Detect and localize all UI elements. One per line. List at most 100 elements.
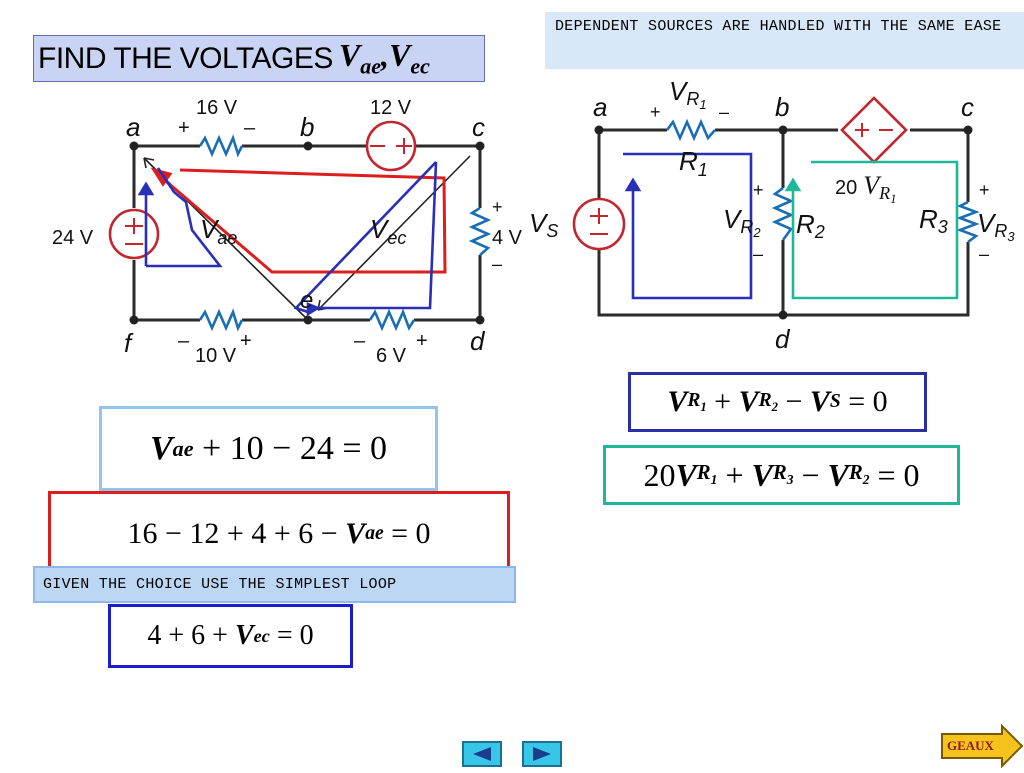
eq4-t2-sub-r: R	[758, 389, 772, 411]
left-blue-loops	[137, 161, 438, 317]
right-teal-loop	[784, 160, 959, 300]
source-24v	[108, 208, 160, 260]
label-r2: R2	[796, 209, 825, 242]
resistor-r3	[956, 200, 980, 244]
eq5-t2-sub-r: R	[772, 461, 787, 485]
left-node-d: d	[470, 326, 486, 356]
right-node-dots	[594, 125, 973, 320]
source-vs	[572, 197, 626, 251]
left-node-c: c	[472, 112, 485, 142]
eq3-v: V	[234, 620, 254, 651]
resistor-r2	[771, 186, 795, 241]
eq5-t1: V	[675, 456, 697, 493]
eq5-t2-sub-n: 3	[786, 472, 794, 488]
eq5-t3-sub-r: R	[848, 461, 863, 485]
resistor-ab	[198, 134, 244, 158]
right-node-c: c	[961, 92, 974, 122]
label-6v: 6 V	[376, 345, 407, 365]
title-math: Vae,Vec	[339, 37, 430, 79]
label-r3: R3	[919, 204, 948, 237]
right-node-b: b	[775, 92, 789, 122]
label-16v-plus: +	[178, 117, 190, 139]
right-node-a: a	[593, 92, 607, 122]
arrow-geaux-icon	[941, 723, 1024, 769]
eq5-t1-sub-r: R	[696, 461, 711, 485]
eq5-t3: V	[827, 456, 849, 493]
prev-slide-button[interactable]	[462, 741, 502, 767]
page-title: FIND THE VOLTAGES Vae,Vec	[33, 35, 485, 82]
label-12v: 12 V	[370, 97, 412, 119]
geaux-button[interactable]: GEAUX	[940, 723, 1024, 769]
right-blue-loop	[623, 152, 753, 300]
label-vs: VS	[529, 208, 558, 241]
title-v1-sub: ae	[360, 53, 381, 79]
label-16v-minus: –	[244, 117, 256, 139]
label-r1-minus: –	[719, 102, 729, 122]
title-v2: V	[389, 37, 411, 74]
eq5-op2: −	[793, 456, 828, 493]
next-slide-button[interactable]	[522, 741, 562, 767]
label-4v: 4 V	[492, 227, 523, 249]
eq4-t2-sub-n: 2	[771, 399, 778, 414]
left-node-dots	[129, 141, 485, 325]
eq5-coef: 20	[643, 456, 676, 493]
right-circuit-wires	[597, 128, 970, 317]
arrow-right-icon	[533, 747, 551, 761]
left-circuit-wires	[132, 144, 482, 322]
eq2-v: V	[345, 516, 366, 550]
arrow-left-icon	[473, 747, 491, 761]
left-resistors	[198, 134, 492, 332]
left-node-f: f	[124, 328, 134, 358]
left-circuit-diagram: a b c d e f 16 V + – 12 V 24 V + 4 V – 1…	[52, 97, 523, 365]
label-vr3: VR3	[977, 208, 1015, 244]
left-red-loop	[150, 167, 447, 274]
eq5-t3-sub-n: 2	[862, 472, 870, 488]
eq4-t3: V	[809, 385, 830, 418]
label-r1: R1	[679, 146, 708, 180]
label-4v-minus: –	[492, 254, 502, 274]
eq2-pre: 16 − 12 + 4 + 6 −	[127, 516, 346, 550]
eq4-t2-sub: R2	[759, 390, 778, 415]
label-r2-minus: –	[753, 244, 763, 264]
label-6v-minus: –	[354, 330, 366, 352]
dependent-source	[840, 96, 908, 164]
label-r2-plus: +	[753, 180, 764, 200]
eq3-post: = 0	[269, 620, 314, 651]
eq5-t2-sub: R3	[773, 461, 794, 488]
label-24v: 24 V	[52, 227, 94, 249]
left-node-e: e	[300, 287, 313, 314]
note-simplest-loop: GIVEN THE CHOICE USE THE SIMPLEST LOOP	[33, 566, 516, 603]
eq5-t3-sub: R2	[849, 461, 870, 488]
eq3-pre: 4 + 6 +	[147, 620, 235, 651]
eq2-v-sub: ae	[365, 522, 384, 544]
eq4-post: = 0	[840, 385, 888, 418]
label-10v-plus: +	[240, 330, 252, 352]
label-r3-minus: –	[979, 244, 989, 264]
label-r3-plus: +	[979, 180, 990, 200]
eq4-t1-sub: R1	[687, 390, 706, 415]
label-r1-plus: +	[650, 102, 661, 122]
left-node-b: b	[300, 112, 314, 142]
source-12v	[365, 120, 417, 172]
label-6v-plus: +	[416, 330, 428, 352]
resistor-ed	[368, 308, 416, 332]
eq4-t1-sub-r: R	[687, 389, 701, 411]
eq1-v-sub: ae	[172, 435, 194, 461]
label-vr1: VR1	[669, 76, 707, 112]
eq4-t3-sub: S	[829, 391, 841, 412]
eq5-op1: +	[717, 456, 752, 493]
eq4-t1: V	[667, 385, 688, 418]
eq5-t2: V	[751, 456, 773, 493]
resistor-fe	[198, 308, 244, 332]
label-vae: Vae	[200, 214, 237, 248]
label-vr2: VR2	[723, 204, 761, 240]
eq5-t1-sub: R1	[697, 461, 718, 488]
eq5-t1-sub-n: 1	[710, 472, 718, 488]
